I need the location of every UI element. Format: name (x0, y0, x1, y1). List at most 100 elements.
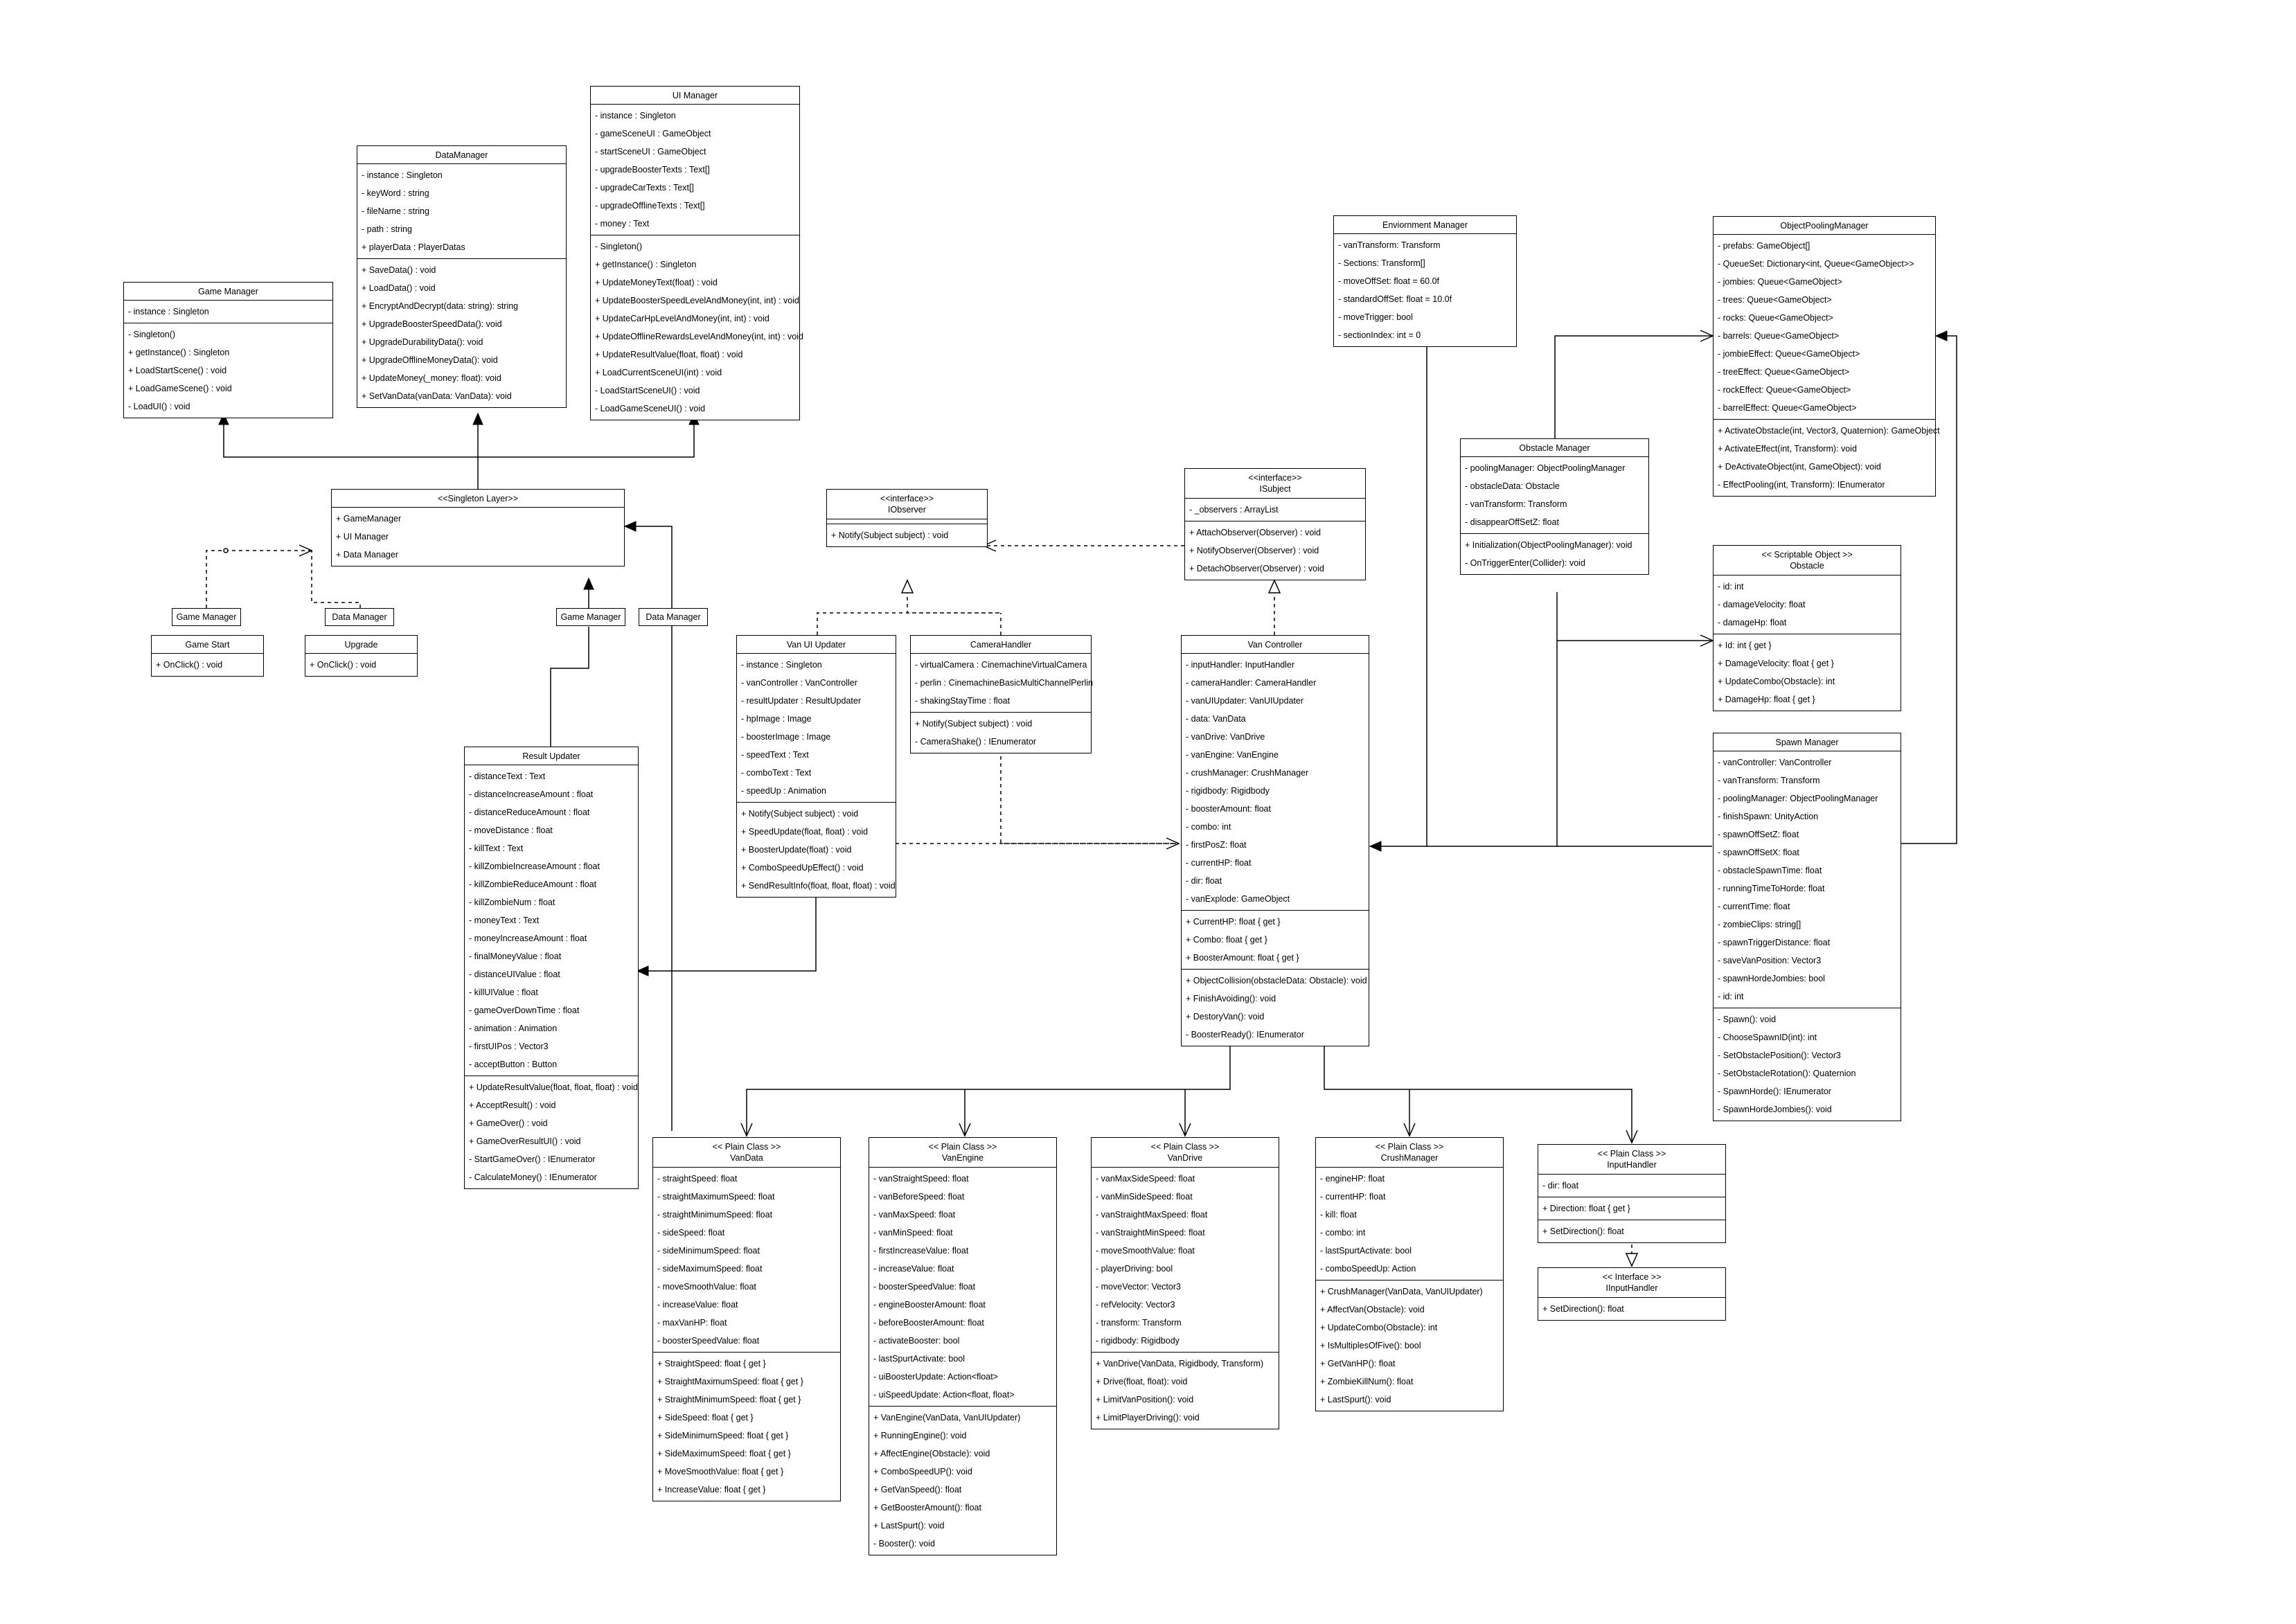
class-title: Obstacle Manager (1519, 443, 1590, 453)
class-title: Spawn Manager (1775, 738, 1839, 747)
crush-manager-header: << Plain Class >>CrushManager (1316, 1138, 1503, 1168)
ops-section: + Id: int { get } + DamageVelocity: float… (1714, 633, 1901, 711)
attribute-row: + GameManager (336, 514, 402, 524)
attribute-row: - moveTrigger: bool (1338, 312, 1413, 323)
operation-row: + LoadStartScene() : void (128, 366, 227, 376)
attribute-row: - id: int (1718, 581, 1744, 591)
operation-row: + DamageVelocity: float { get } (1718, 658, 1834, 668)
class-title: Upgrade (344, 640, 378, 650)
attribute-row: - moveDistance : float (469, 826, 553, 836)
attrs-section: - vanController: VanController- vanTrans… (1714, 751, 1901, 1008)
ops-section: + ActivateObstacle(int, Vector3, Quatern… (1714, 419, 1940, 496)
attribute-row: - moveSmoothValue: float (1096, 1245, 1195, 1256)
attribute-row: - lastSpurtActivate: bool (1320, 1245, 1412, 1256)
attribute-row: - uiBoosterUpdate: Action<float> (873, 1371, 998, 1382)
attribute-row: - sideMaximumSpeed: float (657, 1263, 763, 1274)
operation-row: - SpawnHorde(): IEnumerator (1718, 1087, 1831, 1097)
operation-row: + GetVanSpeed(): float (873, 1484, 962, 1494)
attribute-row: + playerData : PlayerDatas (362, 242, 465, 253)
class-title: Result Updater (522, 751, 580, 761)
attribute-row: - boosterSpeedValue: float (873, 1281, 976, 1292)
attribute-row: - firstIncreaseValue: float (873, 1245, 969, 1256)
attribute-row: - vanController: VanController (1718, 758, 1832, 768)
game-start-header: Game Start (152, 636, 263, 654)
attribute-row: - disappearOffSetZ: float (1465, 517, 1559, 528)
class-title: InputHandler (1607, 1160, 1657, 1170)
attrs-section: - distanceText : Text- distanceIncreaseA… (465, 765, 638, 1076)
operation-row: + ZombieKillNum(): float (1320, 1376, 1414, 1386)
class-title: ObjectPoolingManager (1780, 221, 1869, 231)
ops-section: - Singleton()+ getInstance() : Singleton… (124, 323, 332, 418)
ops-section: + Notify(Subject subject) : void (827, 523, 987, 546)
operation-row: + SendResultInfo(float, float, float) : … (741, 881, 896, 891)
attribute-row: - barrelEffect: Queue<GameObject> (1718, 403, 1857, 413)
attribute-row: - _observers : ArrayList (1189, 504, 1279, 515)
operation-row: + UpdateBoosterSpeedLevelAndMoney(int, i… (595, 296, 799, 306)
operation-row: - ChooseSpawnID(int): int (1718, 1033, 1817, 1043)
attribute-row: - moneyText : Text (469, 916, 540, 926)
attribute-row: + UI Manager (336, 532, 389, 542)
attribute-row: - Sections: Transform[] (1338, 258, 1425, 269)
ops-section: + Initialization(ObjectPoolingManager): … (1461, 533, 1648, 574)
attribute-row: - currentTime: float (1718, 902, 1790, 912)
operation-row: + Drive(float, float): void (1096, 1376, 1188, 1386)
result-updater-header: Result Updater (465, 747, 638, 766)
isubject-header: <<interface>>ISubject (1185, 469, 1365, 499)
operation-row: + Id: int { get } (1718, 640, 1772, 650)
ops-section: + AttachObserver(Observer) : void+ Notif… (1185, 520, 1365, 580)
attrs-section: - straightSpeed: float- straightMaximumS… (653, 1168, 840, 1352)
van-engine-class: << Plain Class >>VanEngine- vanStraightS… (869, 1137, 1057, 1555)
operation-row: - LoadStartSceneUI() : void (595, 386, 700, 396)
operation-row: + BoosterUpdate(float) : void (741, 845, 852, 855)
stereotype-label: << Interface >> (1602, 1272, 1662, 1282)
property-row: + BoosterAmount: float { get } (1186, 953, 1299, 963)
attribute-row: - hpImage : Image (741, 714, 812, 724)
operation-row: - Booster(): void (873, 1538, 935, 1549)
operation-row: + Notify(Subject subject) : void (831, 530, 949, 540)
operation-row: + DetachObserver(Observer) : void (1189, 563, 1324, 573)
attribute-row: - jombies: Queue<GameObject> (1718, 277, 1842, 287)
attribute-row: - vanDrive: VanDrive (1186, 732, 1265, 742)
operation-row: + SetDirection(): float (1542, 1226, 1624, 1236)
class-title: DataManager (435, 150, 488, 160)
operation-row: + SideSpeed: float { get } (657, 1412, 754, 1422)
class-title: Obstacle (1790, 561, 1824, 571)
attribute-row: - vanMinSideSpeed: float (1096, 1191, 1193, 1202)
operation-row: + UpdateCombo(Obstacle): int (1718, 676, 1835, 686)
attribute-row: - firstPosZ: float (1186, 840, 1247, 850)
attribute-row: - vanStraightSpeed: float (873, 1173, 969, 1184)
ops-section: + SaveData() : void+ LoadData() : void+ … (357, 258, 566, 407)
operation-row: + ObjectCollision(obstacleData: Obstacle… (1186, 976, 1367, 986)
ops-section: + StraightSpeed: float { get }+ Straight… (653, 1351, 840, 1501)
operation-row: + GetVanHP(): float (1320, 1358, 1396, 1368)
ops-section: - Singleton()+ getInstance() : Singleton… (591, 235, 803, 420)
input-handler-header: << Plain Class >>InputHandler (1538, 1145, 1725, 1175)
attrs-section: - inputHandler: InputHandler- cameraHand… (1182, 654, 1369, 910)
attribute-row: - currentHP: float (1320, 1191, 1386, 1202)
stereotype-label: <<interface>> (880, 494, 934, 503)
attribute-row: - obstacleSpawnTime: float (1718, 866, 1822, 876)
operation-row: + FinishAvoiding(): void (1186, 994, 1276, 1004)
attribute-row: - boosterImage : Image (741, 732, 831, 742)
attrs-section: - vanStraightSpeed: float- vanBeforeSpee… (869, 1168, 1056, 1406)
operation-row: + Notify(Subject subject) : void (741, 809, 859, 819)
property-row: + Direction: float { get } (1542, 1203, 1630, 1213)
operation-row: + UpdateResultValue(float, float) : void (595, 350, 743, 360)
attrs-section: - id: int- damageVelocity: float- damage… (1714, 575, 1901, 634)
iobserver-class: <<interface>>IObserver + Notify(Subject … (826, 489, 988, 547)
operation-row: - LoadGameSceneUI() : void (595, 404, 706, 414)
attrs-section: - prefabs: GameObject[]- QueueSet: Dicti… (1714, 235, 1935, 419)
game-start-class: Game Start+ OnClick() : void (151, 635, 264, 677)
operation-row: - SetObstaclePosition(): Vector3 (1718, 1051, 1841, 1061)
operation-row: + VanEngine(VanData, VanUIUpdater) (873, 1412, 1021, 1422)
ops-section: - Spawn(): void- ChooseSpawnID(int): int… (1714, 1008, 1901, 1121)
attrs-section: - poolingManager: ObjectPoolingManager- … (1461, 457, 1648, 533)
attribute-row: - comboText : Text (741, 768, 812, 778)
class-title: UI Manager (672, 91, 718, 100)
attrs-section: - _observers : ArrayList (1185, 499, 1365, 521)
attribute-row: - upgradeBoosterTexts : Text[] (595, 165, 710, 175)
attribute-row: - spawnTriggerDistance: float (1718, 938, 1831, 948)
attribute-row: - instance : Singleton (741, 660, 822, 670)
stereotype-label: << Plain Class >> (1150, 1142, 1220, 1152)
attribute-row: - data: VanData (1186, 714, 1246, 724)
